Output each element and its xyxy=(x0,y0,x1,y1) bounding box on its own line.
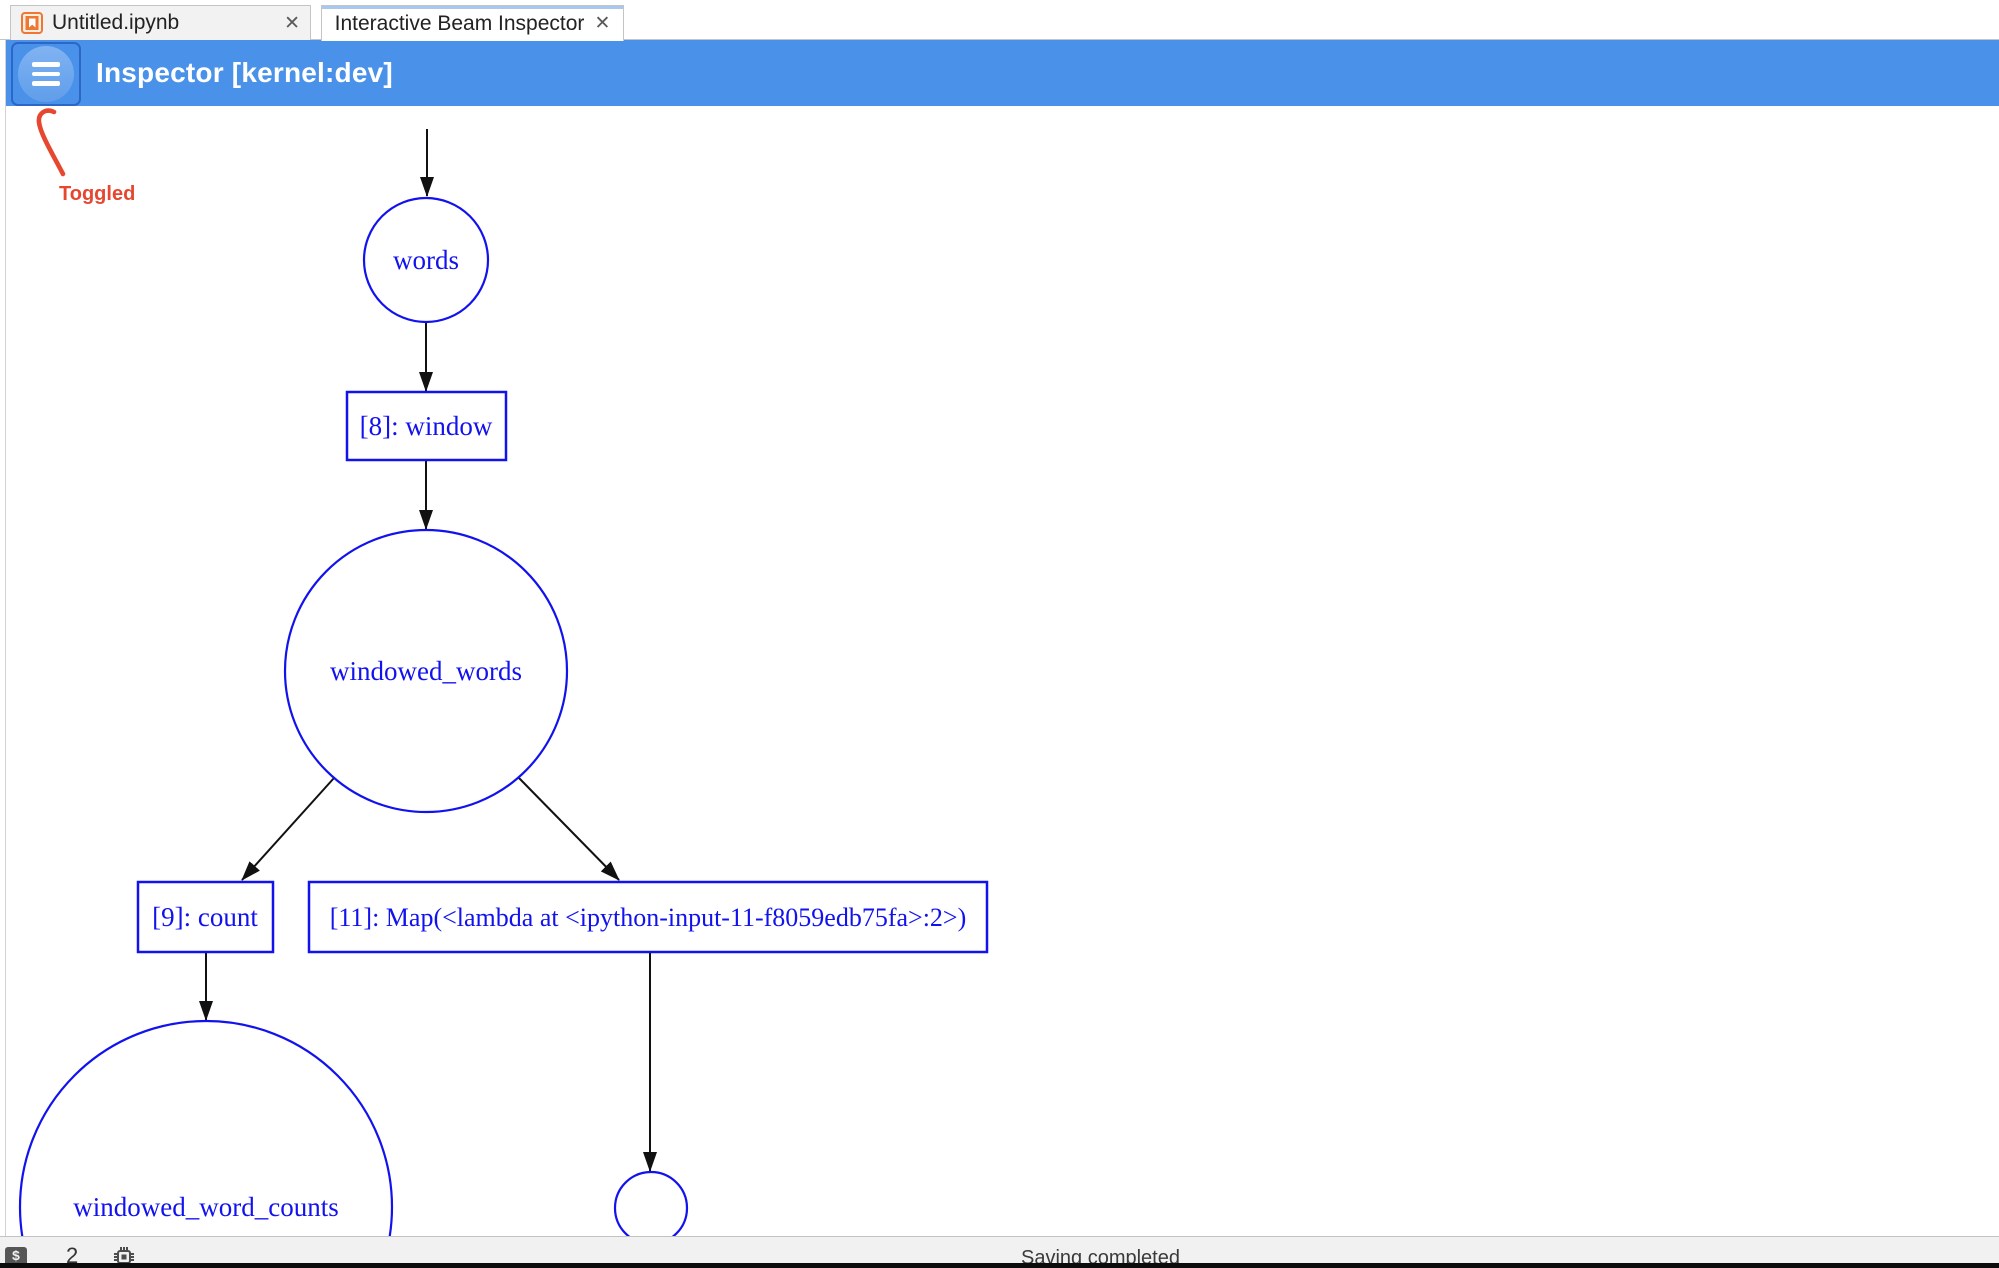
node-count-box[interactable] xyxy=(136,880,275,954)
node-windowed-word-counts-label: windowed_word_counts xyxy=(73,1192,338,1222)
node-map-label: [11]: Map(<lambda at <ipython-input-11-f… xyxy=(330,903,967,932)
close-icon[interactable]: ✕ xyxy=(594,13,611,34)
tab-bar: Untitled.ipynb ✕ Interactive Beam Inspec… xyxy=(0,0,1999,41)
node-words-circle[interactable] xyxy=(362,196,490,324)
node-windowed-word-counts-circle[interactable] xyxy=(18,1019,394,1236)
node-windowed-words-circle[interactable] xyxy=(283,528,569,814)
page-title: Inspector [kernel:dev] xyxy=(96,57,393,88)
pipeline-graph: words [8]: window windowed_words [9]: co… xyxy=(18,129,989,1236)
tab-label: Untitled.ipynb xyxy=(52,11,180,34)
pipeline-edges xyxy=(199,129,657,1172)
status-bar: $ 2 Saving completed xyxy=(0,1236,1999,1268)
left-panel-border xyxy=(5,40,6,1236)
tab-label: Interactive Beam Inspector xyxy=(334,11,585,35)
node-count-label: [9]: count xyxy=(152,902,258,932)
edge-windowed-words-to-count xyxy=(241,777,335,881)
tab-untitled-notebook[interactable]: Untitled.ipynb ✕ xyxy=(10,5,311,40)
node-map-box[interactable] xyxy=(307,880,989,954)
menu-toggle-button[interactable] xyxy=(11,42,81,106)
tab-bar-border xyxy=(0,39,1999,40)
node-output-circle[interactable] xyxy=(613,1170,689,1236)
window-bottom-edge xyxy=(0,1263,1999,1268)
node-windowed-words-label: windowed_words xyxy=(330,656,522,686)
toggled-annotation-arrow xyxy=(36,108,66,177)
close-icon[interactable]: ✕ xyxy=(284,12,300,34)
node-words-label: words xyxy=(393,245,459,275)
menu-button-circle xyxy=(18,46,74,102)
toggled-annotation-label: Toggled xyxy=(59,183,136,205)
hamburger-icon xyxy=(32,62,60,67)
status-message: Saving completed xyxy=(1021,1247,1180,1268)
tab-beam-inspector[interactable]: Interactive Beam Inspector ✕ xyxy=(321,5,624,41)
terminal-icon[interactable]: $ xyxy=(5,1247,27,1267)
node-window-label: [8]: window xyxy=(360,411,493,441)
kernel-count[interactable]: 2 xyxy=(66,1243,79,1268)
notebook-icon xyxy=(21,12,43,34)
node-window-box[interactable] xyxy=(345,390,508,462)
inspector-header: Inspector [kernel:dev] xyxy=(6,40,1999,106)
edge-windowed-words-to-map xyxy=(518,777,620,881)
